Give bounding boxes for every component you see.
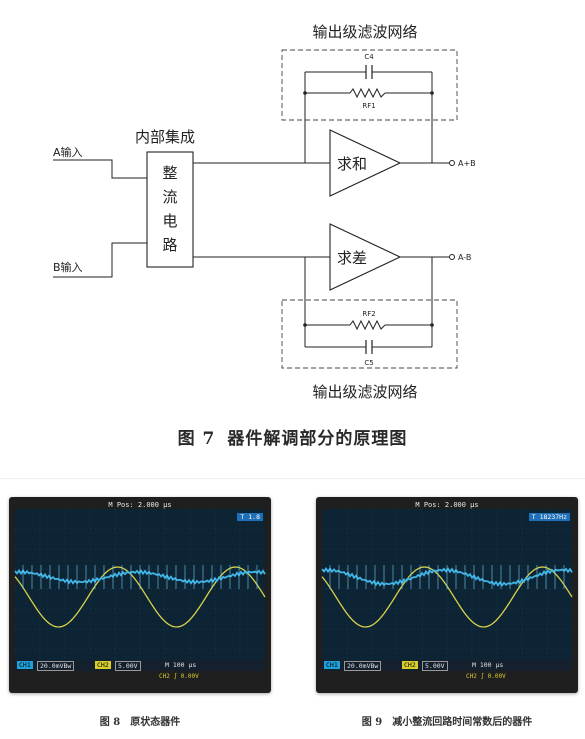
cap-top-label: C4 (364, 53, 374, 61)
scope-trigger-readout: T 1.8 (237, 513, 263, 521)
ch1-tag: CH1 (17, 661, 33, 669)
scope-bottom-readout: CH2 ∫ 0.00V (159, 673, 199, 680)
node (430, 91, 434, 95)
node (430, 323, 434, 327)
input-b-wire (53, 242, 147, 278)
ch1-tag: CH1 (324, 661, 340, 669)
figure-9-title: 减小整流回路时间常数后的器件 (392, 717, 533, 728)
ch2-tag: CH2 (95, 661, 111, 669)
rectifier-char-1: 整 (162, 164, 177, 182)
cap-bottom-label: C5 (364, 359, 373, 367)
scope-trigger-readout: T 18237Hz (528, 513, 570, 521)
scope-screen (321, 509, 573, 669)
figure-8-title: 原状态器件 (130, 717, 181, 728)
scope-bottom-readout: CH2 ∫ 0.00V (466, 673, 506, 680)
timebase: M 100 μs (165, 661, 197, 669)
figure-8-caption: 图 8 原状态器件 (9, 713, 271, 728)
bottom-filter-box (281, 299, 458, 369)
oscilloscope-photo-original: M Pos: 2.000 μs T 1.8 CH1 20.0mVBw CH2 5… (9, 497, 271, 693)
ch1-scale: 20.0mVBw (37, 661, 75, 671)
rectifier-char-3: 电 (162, 212, 177, 230)
ch1-spikes (329, 565, 565, 589)
scope-status-bar: CH1 20.0mVBw CH2 5.00V M 100 μs (322, 660, 572, 671)
ch2-tag: CH2 (402, 661, 418, 669)
figure-8-number: 图 8 (99, 717, 121, 728)
output-sum-label: A+B (458, 159, 476, 168)
res-top-label: RF1 (362, 102, 375, 110)
rectifier-char-4: 路 (162, 236, 177, 254)
input-a-wire (53, 159, 147, 179)
input-a-label: A输入 (53, 145, 83, 159)
ch1-scale: 20.0mVBw (344, 661, 382, 671)
ch2-scale: 5.00V (115, 661, 141, 671)
figure-7-number: 图 7 (177, 429, 216, 449)
top-filter-box (281, 49, 458, 121)
figure-7-title: 器件解调部分的原理图 (227, 429, 408, 449)
scope-status-bar: CH1 20.0mVBw CH2 5.00V M 100 μs (15, 660, 265, 671)
input-b-label: B输入 (53, 260, 83, 274)
demodulation-schematic: 输出级滤波网络 C4 RF1 求和 A+B 内部集成 整 流 电 路 A输 (53, 23, 476, 401)
figure-9-number: 图 9 (361, 717, 383, 728)
node (303, 91, 307, 95)
bottom-filter-label: 输出级滤波网络 (312, 383, 417, 401)
scope-mpos: M Pos: 2.000 μs (108, 501, 172, 509)
figure-7-caption: 图 7 器件解调部分的原理图 (0, 424, 585, 449)
top-resistor (349, 87, 386, 99)
scope-mpos: M Pos: 2.000 μs (415, 501, 479, 509)
ch2-scale: 5.00V (422, 661, 448, 671)
ch1-spikes (22, 565, 258, 589)
res-bottom-label: RF2 (362, 310, 375, 318)
oscilloscope-photo-reduced: M Pos: 2.000 μs T 18237Hz CH1 20.0mVBw C… (316, 497, 578, 693)
output-diff-label: A-B (458, 253, 471, 262)
integrated-label: 内部集成 (135, 128, 195, 146)
scope-screen (14, 509, 266, 669)
node (303, 323, 307, 327)
figure-9-caption: 图 9 减小整流回路时间常数后的器件 (316, 713, 578, 728)
bottom-resistor (349, 319, 386, 331)
section-divider (0, 478, 585, 479)
diff-output-terminal (449, 254, 455, 260)
sum-output-terminal (449, 160, 455, 166)
sum-label: 求和 (337, 155, 367, 173)
rectifier-block (146, 151, 194, 268)
diff-label: 求差 (337, 249, 367, 267)
top-filter-label: 输出级滤波网络 (312, 23, 417, 41)
rectifier-char-2: 流 (162, 188, 177, 206)
timebase: M 100 μs (472, 661, 504, 669)
